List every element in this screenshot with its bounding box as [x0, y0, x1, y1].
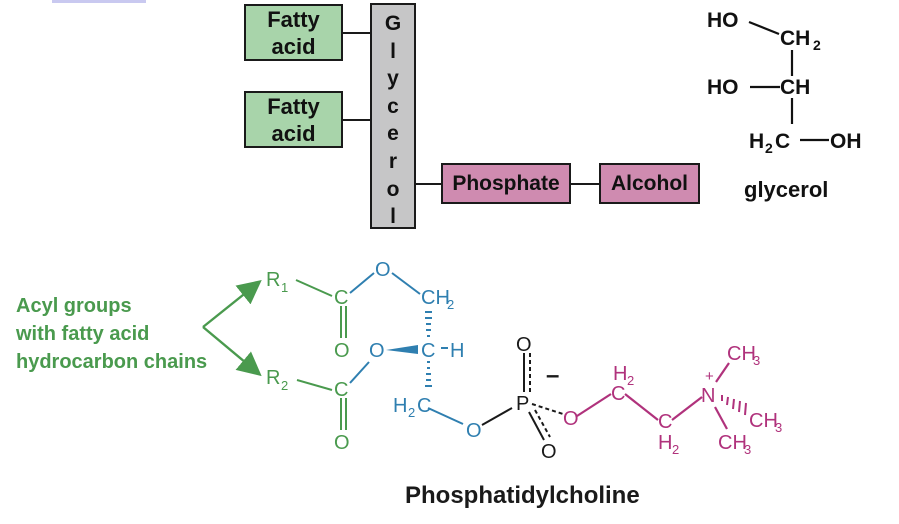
nitrogen: N [701, 385, 715, 407]
glycerol-letter: r [388, 149, 398, 173]
carbonyl-c-1: C [334, 287, 348, 309]
connector-fatty-1 [343, 32, 370, 34]
r1-sub: 1 [281, 280, 288, 295]
carbonyl-c-2: C [334, 379, 348, 401]
glycerol-letter: c [387, 94, 399, 118]
fatty-acid-label-1: Fatty acid [267, 6, 320, 59]
alcohol-box: Alcohol [599, 163, 700, 204]
ch2-1-sub: 2 [627, 373, 634, 388]
glycerol-ch2: CH [421, 287, 450, 309]
glycerol-h2c-c: C [775, 130, 790, 153]
r1-label: R [266, 269, 280, 291]
glycerol-oh: OH [830, 130, 862, 153]
ch2-1-h: H [613, 363, 627, 385]
ch3-bottom-sub: 3 [744, 442, 751, 457]
plus-charge: + [705, 368, 714, 385]
r2-label: R [266, 367, 280, 389]
glycerol-letter: G [384, 12, 402, 35]
connector-glycerol-phosphate [416, 183, 441, 185]
phosphatidylcholine-title: Phosphatidylcholine [405, 482, 640, 509]
glycerol-ho-2: HO [707, 76, 739, 99]
glycerol-letter: o [386, 177, 400, 201]
ch2-2-c: C [658, 411, 672, 433]
ester-o-1: O [375, 259, 391, 281]
fatty-acid-box-2: Fatty acid [244, 91, 343, 148]
h2c-sub: 2 [408, 405, 415, 420]
glycerol-ch2-top-sub: 2 [813, 37, 821, 53]
ch3-right: CH [749, 410, 778, 432]
choline-o: O [563, 408, 579, 430]
glycerol-ch2-sub: 2 [447, 297, 454, 312]
bridge-o: O [466, 420, 482, 442]
glycerol-h2c-h: H [749, 130, 764, 153]
fatty-acid-box-1: Fatty acid [244, 4, 343, 61]
phosphate-o-top: O [516, 334, 532, 356]
ch3-top: CH [727, 343, 756, 365]
glycerol-ho-1: HO [707, 9, 739, 32]
phosphate-box: Phosphate [441, 163, 571, 204]
glycerol-letter: e [387, 122, 399, 146]
ch2-2-sub: 2 [672, 442, 679, 457]
glycerol-ch2-top: CH [780, 27, 810, 50]
ch3-top-sub: 3 [753, 353, 760, 368]
h2c-c: C [417, 395, 431, 417]
ester-o-2: O [369, 340, 385, 362]
connector-phosphate-alcohol [571, 183, 599, 185]
phosphate-label: Phosphate [452, 171, 560, 195]
glycerol-letter: y [387, 67, 399, 91]
glycerol-letter: l [390, 205, 396, 229]
ch2-1-c: C [611, 383, 625, 405]
alcohol-label: Alcohol [611, 171, 688, 195]
glycerol-label: glycerol [744, 177, 829, 202]
phosphate-o-bottom: O [541, 441, 557, 463]
carbonyl-o-1: O [334, 340, 350, 362]
ch3-bottom: CH [718, 432, 747, 454]
ch2-2-h: H [658, 432, 672, 454]
connector-fatty-2 [343, 119, 370, 121]
phosphorus: P [516, 393, 529, 415]
ch3-right-sub: 3 [775, 420, 782, 435]
top-edge-bar [52, 0, 146, 3]
minus-charge: – [546, 362, 559, 389]
fatty-acid-label-2: Fatty acid [267, 93, 320, 146]
h2c-h: H [393, 395, 407, 417]
glycerol-letter: l [390, 39, 396, 63]
r2-sub: 2 [281, 378, 288, 393]
center-c: C [421, 340, 435, 362]
center-h: H [450, 340, 464, 362]
acyl-groups-label: Acyl groups with fatty acid hydrocarbon … [16, 295, 208, 373]
glycerol-box: G l y c e r o l [370, 3, 416, 229]
glycerol-ch: CH [780, 76, 810, 99]
glycerol-h2c-sub: 2 [765, 140, 773, 156]
carbonyl-o-2: O [334, 432, 350, 454]
